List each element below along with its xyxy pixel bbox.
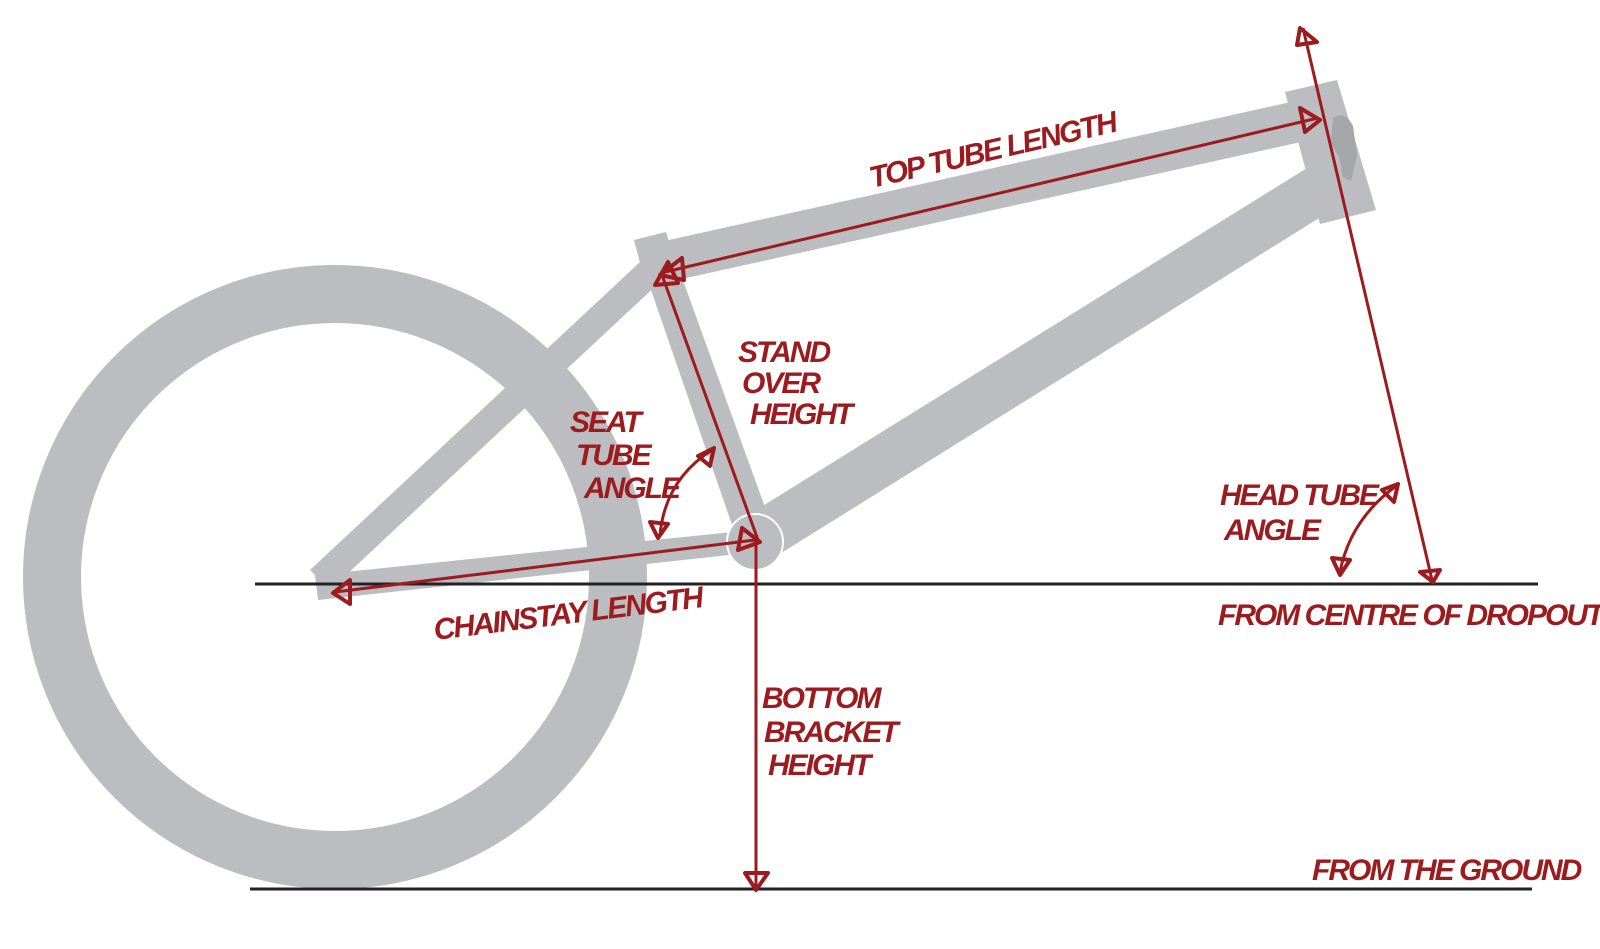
seat-stay: [310, 262, 660, 590]
label-line: HEIGHT: [768, 749, 874, 782]
arrow-icon: [653, 260, 680, 287]
top-tube: [660, 100, 1310, 282]
arrow-icon: [331, 578, 352, 606]
label-line: TUBE: [576, 439, 653, 472]
label-line: STAND: [738, 336, 830, 369]
label-line: HEAD TUBE: [1220, 479, 1380, 512]
arrow-icon: [736, 526, 762, 552]
label-line: BOTTOM: [762, 682, 882, 715]
label-stand-over-height: STAND OVER HEIGHT: [738, 336, 858, 431]
arrow-icon: [1330, 556, 1352, 577]
arrow-icon: [1298, 106, 1322, 134]
arrow-icon: [1380, 482, 1400, 504]
label-seat-tube-angle: SEAT TUBE ANGLE: [570, 406, 684, 505]
label-line: BRACKET: [764, 716, 901, 749]
rear-wheel: [23, 265, 647, 889]
arrow-icon: [648, 520, 670, 540]
label-line: SEAT: [570, 406, 644, 439]
arrow-icon: [696, 446, 716, 468]
head-angle-line: [1301, 27, 1434, 581]
label-from-centre-of-dropout: FROM CENTRE OF DROPOUT: [1218, 599, 1600, 632]
stand-over-line: [660, 274, 760, 541]
arrow-icon: [1295, 26, 1319, 47]
label-line: OVER: [742, 367, 821, 400]
label-head-tube-angle: HEAD TUBE ANGLE: [1220, 479, 1382, 547]
arrow-icon: [743, 871, 770, 892]
label-bottom-bracket-height: BOTTOM BRACKET HEIGHT: [762, 682, 903, 782]
label-line: ANGLE: [1223, 514, 1322, 547]
label-from-the-ground: FROM THE GROUND: [1312, 854, 1582, 887]
measurement-lines: [331, 26, 1442, 892]
label-line: HEIGHT: [750, 398, 856, 431]
skull-logo-icon: [1331, 115, 1357, 181]
top-tube-length-line: [664, 116, 1319, 274]
label-chainstay-length: CHAINSTAY LENGTH: [432, 581, 707, 647]
chainstay-length-line: [334, 538, 756, 594]
label-line: ANGLE: [583, 472, 682, 505]
arrow-icon: [1418, 568, 1442, 584]
down-tube: [740, 160, 1340, 560]
